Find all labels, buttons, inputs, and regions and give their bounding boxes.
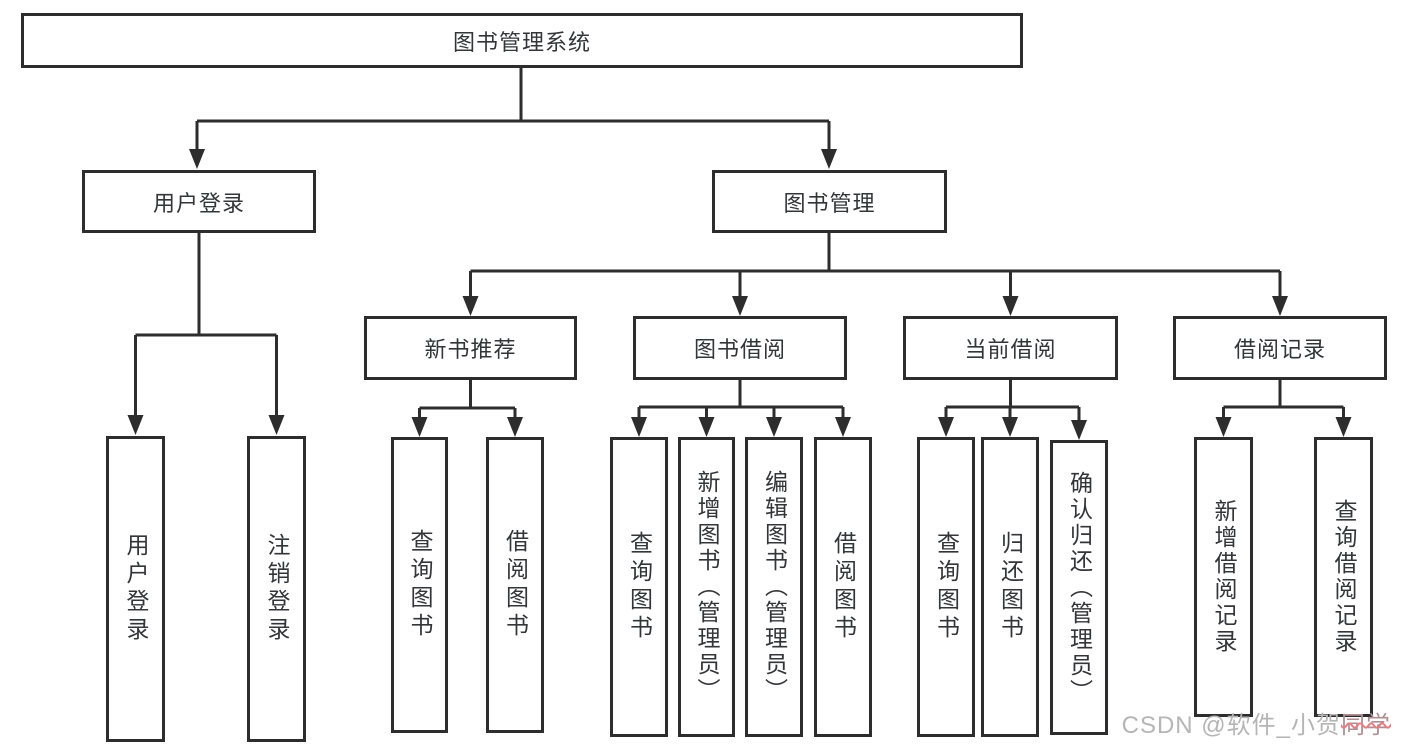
node-borrow-records-label: 借阅记录 [1233,337,1326,362]
csdn-watermark: CSDN @软件_小贺同学 [1122,705,1391,740]
node-root: 图书管理系统 [21,13,1023,68]
leaf-borrow-book-recommend: 借阅图书 [486,437,544,733]
leaf-add-book-admin-label: 新增图书（管理员） [694,470,720,704]
leaf-confirm-return-admin-label: 确认归还（管理员） [1066,470,1093,705]
csdn-watermark-text: CSDN @软件_小贺 [1121,712,1341,739]
node-book-management-label: 图书管理 [783,190,876,216]
node-new-book-recommend: 新书推荐 [364,316,577,380]
leaf-edit-book-admin: 编辑图书（管理员） [745,437,803,737]
leaf-logout-label: 注销登录 [264,533,290,645]
leaf-borrow-book-recommend-label: 借阅图书 [502,529,529,641]
leaf-return-book-label: 归还图书 [997,531,1024,643]
node-root-label: 图书管理系统 [452,29,591,55]
node-book-borrow: 图书借阅 [633,316,847,380]
csdn-watermark-accent: 同学 [1341,712,1391,739]
leaf-query-borrow-record: 查询借阅记录 [1314,437,1373,717]
node-user-login: 用户登录 [82,170,316,233]
node-current-borrow-label: 当前借阅 [964,337,1057,362]
edge-level3-to-leaves [418,380,1345,424]
edge-bookmgmt-to-level3 [469,233,1282,300]
leaf-query-book-recommend: 查询图书 [391,437,448,733]
leaf-user-login-label: 用户登录 [123,533,149,645]
leaf-query-book-current: 查询图书 [917,437,975,737]
leaf-return-book: 归还图书 [981,437,1039,737]
leaf-query-borrow-record-label: 查询借阅记录 [1331,499,1357,655]
leaf-query-book-borrow-label: 查询图书 [626,531,653,643]
node-current-borrow: 当前借阅 [903,316,1118,380]
leaf-add-book-admin: 新增图书（管理员） [678,437,735,737]
leaf-confirm-return-admin: 确认归还（管理员） [1050,440,1108,735]
leaf-add-borrow-record-label: 新增借阅记录 [1211,499,1237,655]
node-user-login-label: 用户登录 [152,190,245,216]
leaf-edit-book-admin-label: 编辑图书（管理员） [761,470,788,704]
leaf-query-book-recommend-label: 查询图书 [407,529,433,641]
leaf-user-login: 用户登录 [106,436,165,742]
node-new-book-recommend-label: 新书推荐 [424,337,517,362]
leaf-add-borrow-record: 新增借阅记录 [1194,437,1253,717]
edge-userlogin-to-leaves [134,232,278,419]
edge-root-to-level2 [195,68,831,153]
node-book-borrow-label: 图书借阅 [693,337,786,362]
node-book-management: 图书管理 [712,170,947,233]
leaf-borrow-book-label: 借阅图书 [830,531,857,643]
arrowheads [127,149,1352,440]
leaf-borrow-book: 借阅图书 [814,437,872,737]
leaf-query-book-current-label: 查询图书 [933,531,960,643]
node-borrow-records: 借阅记录 [1173,316,1387,380]
leaf-query-book-borrow: 查询图书 [610,437,668,737]
leaf-logout: 注销登录 [247,436,306,742]
